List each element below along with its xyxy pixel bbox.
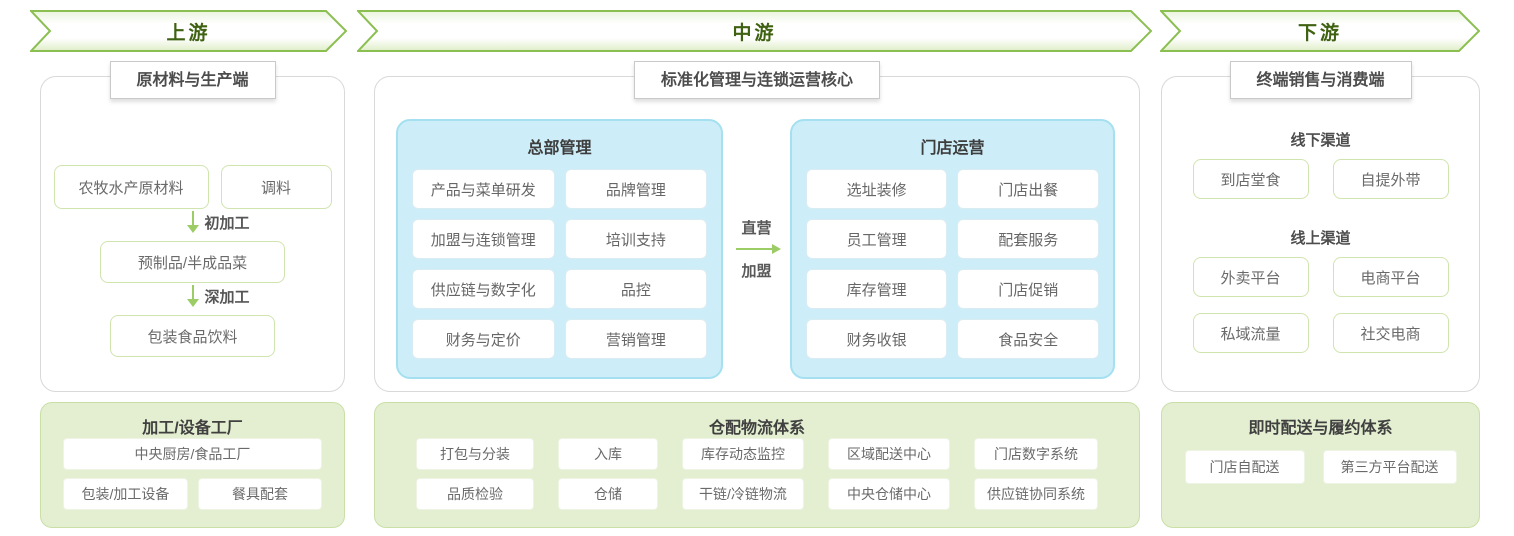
node-private-domain-traffic: 私域流量 xyxy=(1192,313,1309,353)
delivery-title: 即时配送与履约体系 xyxy=(1248,420,1393,437)
node-inventory-management: 库存管理 xyxy=(805,269,948,309)
node-third-party-delivery: 第三方平台配送 xyxy=(1322,450,1457,484)
down-arrow-icon xyxy=(191,285,194,305)
down-arrow-icon xyxy=(191,211,194,231)
banner-upstream-label: 上游 xyxy=(166,22,211,44)
panel-raw-materials: 原材料与生产端 农牧水产原材料 调料 初加工 预制品/半成品菜 深加工 包装食品… xyxy=(40,61,345,392)
node-food-safety: 食品安全 xyxy=(957,319,1099,359)
node-store-serving: 门店出餐 xyxy=(957,169,1099,209)
node-finance-cashier: 财务收银 xyxy=(805,319,948,359)
node-supporting-services: 配套服务 xyxy=(957,219,1099,259)
node-quality-control: 品控 xyxy=(564,269,708,309)
node-central-kitchen: 中央厨房/食品工厂 xyxy=(63,438,322,470)
node-warehousing: 仓储 xyxy=(558,478,658,510)
node-inventory-monitoring: 库存动态监控 xyxy=(682,438,804,470)
channel-label-online: 线上渠道 xyxy=(1290,230,1351,247)
node-brand-management: 品牌管理 xyxy=(564,169,708,209)
node-supply-chain-digitalization: 供应链与数字化 xyxy=(412,269,555,309)
node-central-warehouse-center: 中央仓储中心 xyxy=(828,478,950,510)
node-dry-cold-chain-logistics: 干链/冷链物流 xyxy=(682,478,804,510)
banner-midstream: 中游 xyxy=(357,10,1152,52)
node-packaging-equipment: 包装/加工设备 xyxy=(63,478,188,510)
node-franchise-chain-management: 加盟与连锁管理 xyxy=(412,219,555,259)
logistics-title: 仓配物流体系 xyxy=(708,420,805,437)
panel-chain-operation-core: 标准化管理与连锁运营核心 总部管理 产品与菜单研发 品牌管理 加盟与连锁管理 培… xyxy=(374,61,1140,392)
node-raw-materials: 农牧水产原材料 xyxy=(53,165,209,209)
banner-arrow-shape xyxy=(357,10,1152,52)
node-social-ecommerce: 社交电商 xyxy=(1332,313,1449,353)
banner-arrow-shape xyxy=(1160,10,1480,52)
node-dine-in: 到店堂食 xyxy=(1192,159,1309,199)
group-store-operation: 门店运营 选址装修 门店出餐 员工管理 配套服务 库存管理 门店促销 财务收银 … xyxy=(789,119,1115,379)
panel-instant-delivery: 即时配送与履约体系 门店自配送 第三方平台配送 xyxy=(1161,402,1480,528)
flow-direct-franchise: 直营 加盟 xyxy=(723,119,790,379)
node-seasoning: 调料 xyxy=(220,165,332,209)
node-semi-finished: 预制品/半成品菜 xyxy=(100,241,285,283)
banner-midstream-label: 中游 xyxy=(732,22,777,44)
node-marketing-management: 营销管理 xyxy=(564,319,708,359)
node-pickup-takeaway: 自提外带 xyxy=(1332,159,1449,199)
node-supply-chain-collab-system: 供应链协同系统 xyxy=(974,478,1098,510)
banner-downstream: 下游 xyxy=(1160,10,1480,52)
node-store-self-delivery: 门店自配送 xyxy=(1184,450,1305,484)
node-quality-inspection: 品质检验 xyxy=(416,478,534,510)
group-store-title: 门店运营 xyxy=(920,140,985,157)
group-hq-title: 总部管理 xyxy=(527,140,592,157)
channel-label-offline: 线下渠道 xyxy=(1290,132,1351,149)
banner-arrow-shape xyxy=(30,10,347,52)
node-training-support: 培训支持 xyxy=(564,219,708,259)
node-site-selection: 选址装修 xyxy=(805,169,948,209)
node-store-promotion: 门店促销 xyxy=(957,269,1099,309)
panel-terminal-sales: 终端销售与消费端 线下渠道 到店堂食 自提外带 线上渠道 外卖平台 电商平台 私… xyxy=(1161,61,1480,392)
node-finance-pricing: 财务与定价 xyxy=(412,319,555,359)
arrow-label-deep-processing: 深加工 xyxy=(204,289,250,306)
node-ecommerce-platform: 电商平台 xyxy=(1332,257,1449,297)
node-packaged-food: 包装食品饮料 xyxy=(110,315,275,357)
node-packing-portioning: 打包与分装 xyxy=(416,438,534,470)
node-store-digital-system: 门店数字系统 xyxy=(974,438,1098,470)
banner-upstream: 上游 xyxy=(30,10,347,52)
node-staff-management: 员工管理 xyxy=(805,219,948,259)
factory-title: 加工/设备工厂 xyxy=(142,420,243,437)
panel-title-terminal-sales: 终端销售与消费端 xyxy=(1229,61,1412,99)
panel-warehouse-logistics: 仓配物流体系 打包与分装 入库 库存动态监控 区域配送中心 门店数字系统 品质检… xyxy=(374,402,1140,528)
node-delivery-platform: 外卖平台 xyxy=(1192,257,1309,297)
right-arrow-icon xyxy=(735,248,778,250)
panel-title-chain-operation: 标准化管理与连锁运营核心 xyxy=(633,61,881,99)
flow-label-direct: 直营 xyxy=(741,220,772,237)
flow-label-franchise: 加盟 xyxy=(741,263,772,280)
banner-downstream-label: 下游 xyxy=(1297,22,1342,44)
node-product-menu-rd: 产品与菜单研发 xyxy=(412,169,555,209)
group-hq-management: 总部管理 产品与菜单研发 品牌管理 加盟与连锁管理 培训支持 供应链与数字化 品… xyxy=(396,119,724,379)
node-inbound-warehouse: 入库 xyxy=(558,438,658,470)
panel-processing-equipment-factory: 加工/设备工厂 中央厨房/食品工厂 包装/加工设备 餐具配套 xyxy=(40,402,345,528)
node-tableware-supporting: 餐具配套 xyxy=(198,478,322,510)
panel-title-raw-materials: 原材料与生产端 xyxy=(109,61,276,99)
node-regional-distribution-center: 区域配送中心 xyxy=(828,438,950,470)
arrow-label-primary-processing: 初加工 xyxy=(204,215,250,232)
